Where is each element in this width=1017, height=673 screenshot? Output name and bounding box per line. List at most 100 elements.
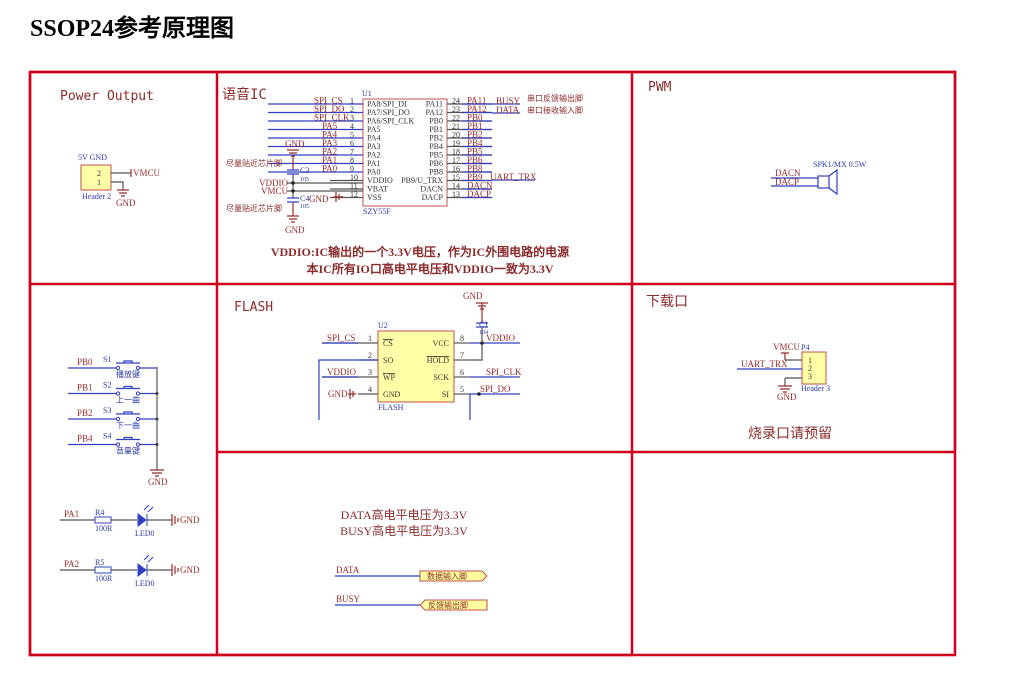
net-label: SPI_CS: [327, 333, 356, 343]
key-ref: S4: [103, 432, 111, 441]
busy-net: BUSY: [496, 96, 521, 106]
pin-number: 2: [97, 169, 101, 178]
net-label: PA4: [322, 130, 338, 140]
header-top-label: 5V GND: [78, 153, 107, 162]
busy-net: BUSY: [336, 594, 361, 604]
switch-contact: [115, 365, 121, 371]
data-port: DATA 数据输入脚: [335, 565, 488, 582]
page-title: SSOP24参考原理图: [30, 16, 235, 42]
switch-contact: [135, 391, 141, 396]
led-gnd: GND: [180, 515, 200, 525]
switch-actuator: [116, 436, 140, 441]
busy-port: BUSY 反馈输出脚: [335, 594, 488, 611]
pin-number: 11: [350, 182, 358, 191]
data-note: 串口接收输入脚: [527, 105, 583, 115]
busy-level-note: BUSY高电平电压为3.3V: [340, 523, 468, 538]
key-ref: S1: [103, 355, 111, 364]
pin-number: 2: [808, 364, 812, 373]
pin-name: SI: [442, 390, 449, 399]
vddio-label: VDDIO: [259, 178, 288, 188]
switch-contact: [135, 442, 141, 447]
pin-number: 15: [452, 173, 460, 182]
pin-number: 4: [368, 385, 372, 394]
net-label: PB4: [467, 138, 483, 148]
key-label: 播放键: [116, 369, 140, 379]
pin-number: 6: [460, 368, 464, 377]
switch-actuator: [116, 360, 140, 364]
resistor-ref: R5: [95, 558, 104, 567]
pin-number: 20: [452, 131, 460, 140]
pin-number: 16: [452, 165, 460, 174]
ground-icon: [171, 564, 179, 576]
key-net: PB0: [77, 357, 93, 367]
pin-name: PB0: [429, 117, 443, 126]
pin-name: PB1: [429, 125, 443, 134]
switch-contact: [115, 416, 121, 422]
gnd-label: GND: [116, 198, 136, 208]
near-pin-note: 尽量贴近芯片脚: [226, 203, 282, 213]
net-label: PA0: [322, 164, 338, 174]
led-net: PA2: [64, 559, 79, 569]
pin-name: DACP: [422, 193, 444, 202]
pin-name: PA12: [426, 108, 444, 117]
uart-label: UART_TRX: [741, 359, 788, 369]
pin-number: 12: [350, 190, 358, 199]
pin-name: WP: [383, 373, 396, 382]
key-net: PB2: [77, 408, 93, 418]
net-label: PB1: [467, 121, 483, 131]
pin-number: 3: [808, 372, 812, 381]
resistor-ref: R4: [95, 508, 104, 517]
pin-number: 5: [460, 385, 464, 394]
pin-number: 18: [452, 148, 460, 157]
net-label: PA1: [322, 155, 337, 165]
c3-ref: C3: [300, 166, 309, 175]
data-net: DATA: [496, 105, 520, 115]
pin-number: 24: [452, 97, 460, 106]
led-ref: LED0: [135, 579, 155, 588]
frame: [28, 70, 957, 657]
resistor-value: 100R: [95, 574, 113, 583]
net-label: SPI_CS: [314, 96, 343, 106]
pin-number: 8: [350, 156, 354, 165]
pin-name: PA7/SPI_DO: [367, 108, 410, 117]
pin-number: 13: [452, 190, 460, 199]
section-title-voice-ic: 语音IC: [222, 86, 267, 103]
c4-value: 105: [300, 204, 309, 210]
data-level-note: DATA高电平电压为3.3V: [341, 507, 468, 522]
switch-contact: [135, 416, 141, 422]
pin-name: PA4: [367, 134, 381, 143]
vddio-note: VDDIO:IC输出的一个3.3V电压，作为IC外围电路的电源: [271, 244, 569, 259]
net-label: SPI_CLK: [314, 113, 350, 123]
pin-name: VSS: [367, 193, 382, 202]
pin-name: PA11: [426, 100, 443, 109]
key-label: 上一曲: [116, 395, 140, 405]
pin-number: 5: [350, 131, 354, 140]
c4-ref: C4: [300, 194, 309, 203]
key-label: 音量键: [116, 446, 140, 456]
vss-gnd-label: GND: [309, 194, 329, 204]
resistor-icon: [94, 516, 112, 524]
c3-value: 105: [300, 177, 309, 183]
pin-number: 10: [350, 173, 358, 182]
resistor-icon: [94, 566, 112, 574]
pin-number: 1: [350, 97, 354, 106]
section-title-power: Power Output: [60, 89, 154, 104]
net-label: SPI_CLK: [486, 367, 522, 377]
section-title-pwm: PWM: [648, 80, 672, 95]
key-ref: S3: [103, 406, 111, 415]
net-label: PA12: [467, 104, 487, 114]
pin-number: 1: [808, 356, 812, 365]
key-net: PB1: [77, 383, 93, 393]
net-label: PB9: [467, 172, 483, 182]
pin-name: PA3: [367, 142, 381, 151]
switch-actuator: [116, 411, 140, 415]
pin-name: CS: [383, 339, 393, 348]
pin-name: PB2: [429, 134, 443, 143]
section-title-download: 下载口: [646, 294, 688, 310]
busy-port-label: 反馈输出脚: [428, 600, 468, 610]
gnd-label: GND: [285, 139, 305, 149]
